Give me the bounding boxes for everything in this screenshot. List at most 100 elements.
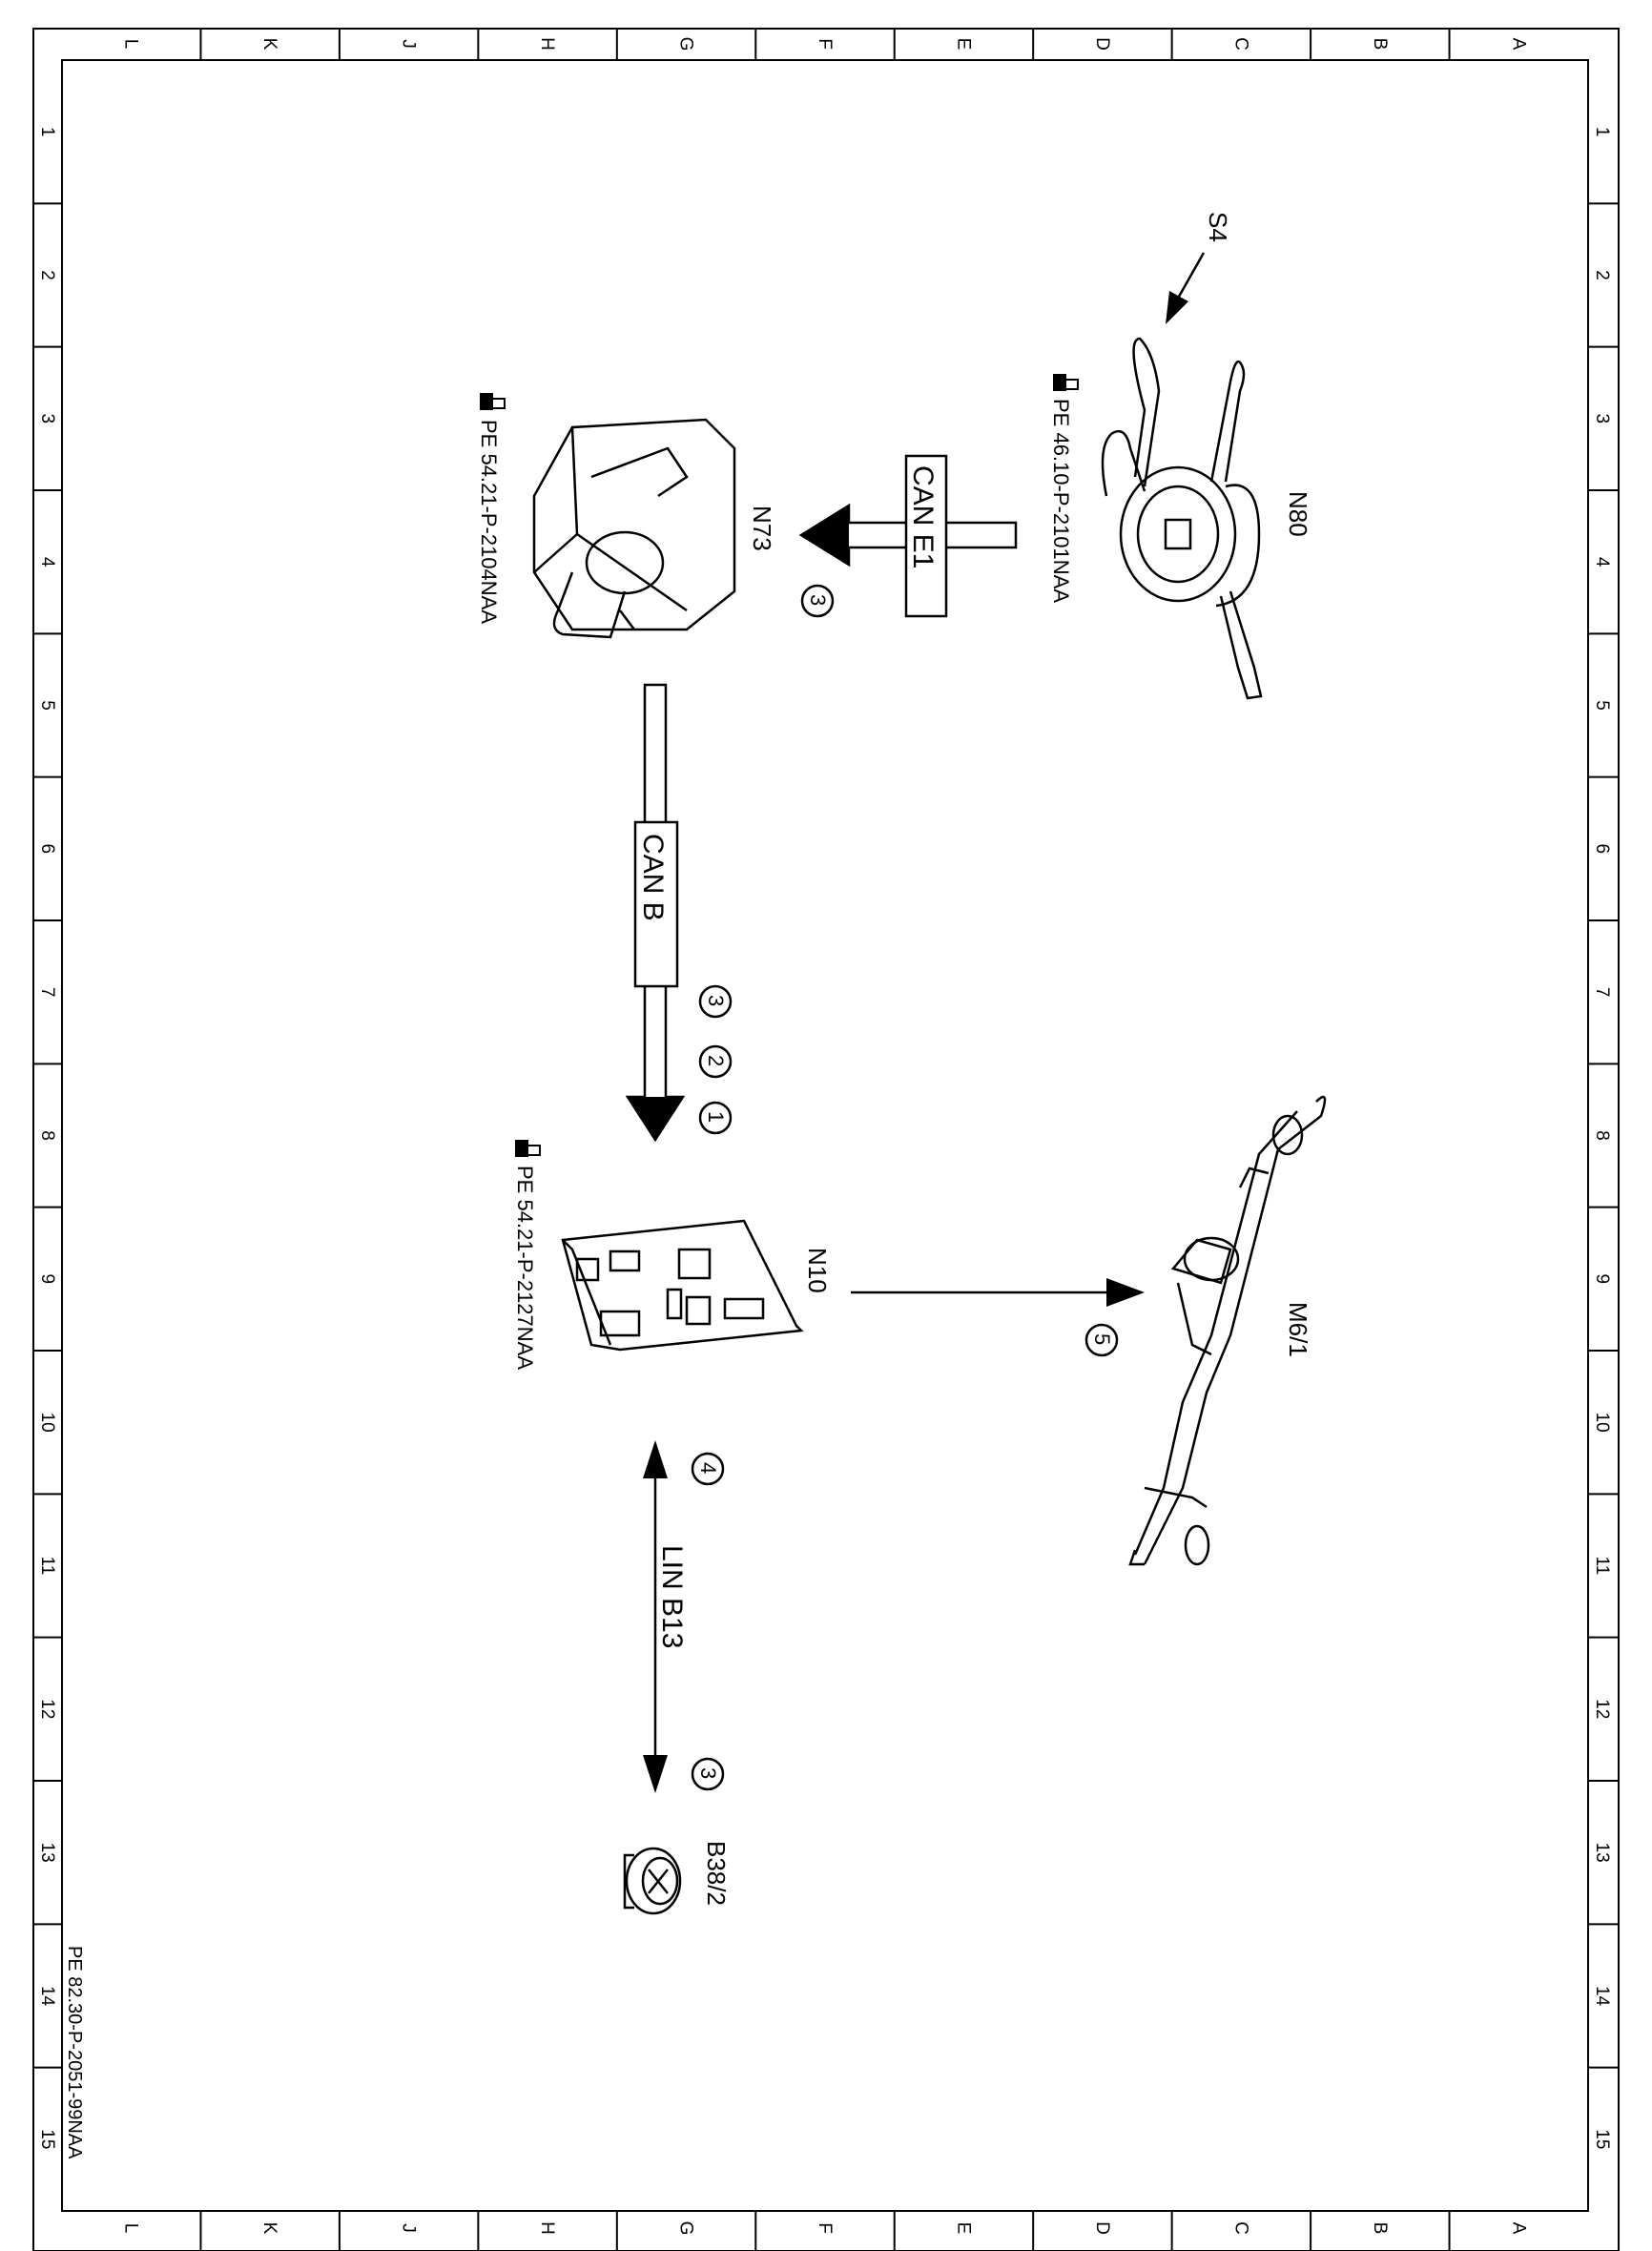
row-label-left: 2 xyxy=(37,270,57,280)
row-label-right: 10 xyxy=(1592,1413,1612,1433)
s4-code: S4 xyxy=(1204,212,1232,242)
svg-text:4: 4 xyxy=(696,1462,720,1474)
n10-reference: PE 54.21-P-2127NAA xyxy=(513,1140,541,1370)
lin-b13-connection[interactable]: LIN B13 xyxy=(643,1440,688,1793)
n80-code: N80 xyxy=(1284,491,1312,537)
row-label-right: 6 xyxy=(1592,844,1612,855)
row-label-left: 7 xyxy=(37,987,57,998)
row-label-left: 1 xyxy=(37,127,57,137)
row-label-left: 5 xyxy=(37,700,57,711)
can-e1-connection[interactable]: CAN E1 xyxy=(798,454,1018,618)
row-label-right: 3 xyxy=(1592,414,1612,424)
can-b-step-1: 1 xyxy=(698,1101,733,1135)
row-label-left: 6 xyxy=(37,844,57,855)
n73-ignition-switch[interactable] xyxy=(532,418,736,639)
svg-text:2: 2 xyxy=(704,1055,728,1066)
pointing-hand-book-icon xyxy=(480,393,506,410)
row-label-left: 10 xyxy=(37,1413,57,1433)
svg-text:PE 54.21-P-2104NAA: PE 54.21-P-2104NAA xyxy=(477,420,501,624)
n10-sam-control-unit[interactable] xyxy=(561,1219,804,1352)
svg-text:3: 3 xyxy=(704,995,728,1006)
n80-steering-column-switch[interactable] xyxy=(1101,337,1263,700)
row-label-right: 11 xyxy=(1592,1557,1612,1576)
column-label-bottom: C xyxy=(1230,2221,1250,2235)
column-label-bottom: G xyxy=(676,2221,696,2236)
can-b-connection[interactable]: CAN B xyxy=(625,683,686,1143)
column-label-bottom: E xyxy=(953,2222,973,2235)
can-b-step-3: 3 xyxy=(698,984,733,1019)
svg-text:3: 3 xyxy=(806,594,830,606)
outer-frame xyxy=(32,28,1620,2251)
can-b-step-2: 2 xyxy=(698,1044,733,1079)
n10-to-m61-connection[interactable] xyxy=(851,1278,1145,1307)
lin-b13-step-4: 4 xyxy=(691,1452,725,1486)
column-label-top: E xyxy=(953,38,973,51)
row-label-left: 12 xyxy=(37,1699,57,1719)
svg-text:3: 3 xyxy=(696,1767,720,1779)
drawing-code: PE 82.30-P-2051-99NAA xyxy=(64,1946,85,2159)
row-label-left: 14 xyxy=(37,1986,57,2007)
n10-code: N10 xyxy=(803,1248,832,1293)
row-label-left: 9 xyxy=(37,1274,57,1285)
column-label-bottom: H xyxy=(537,2221,557,2235)
column-label-top: F xyxy=(815,38,835,50)
row-label-left: 4 xyxy=(37,557,57,568)
column-label-top: L xyxy=(121,39,141,50)
column-label-top: D xyxy=(1092,37,1112,51)
n73-reference: PE 54.21-P-2104NAA xyxy=(477,393,506,624)
row-label-right: 1 xyxy=(1592,127,1612,137)
m61-code: M6/1 xyxy=(1284,1302,1312,1357)
row-label-right: 12 xyxy=(1592,1699,1612,1719)
column-label-top: H xyxy=(537,37,557,51)
row-label-right: 14 xyxy=(1592,1986,1612,2007)
svg-text:5: 5 xyxy=(1090,1333,1114,1345)
row-label-right: 7 xyxy=(1592,987,1612,998)
column-label-bottom: A xyxy=(1508,2222,1528,2235)
column-label-top: C xyxy=(1230,37,1250,51)
row-label-left: 3 xyxy=(37,414,57,424)
row-label-right: 8 xyxy=(1592,1130,1612,1141)
svg-text:PE 54.21-P-2127NAA: PE 54.21-P-2127NAA xyxy=(513,1166,537,1370)
column-label-top: B xyxy=(1370,38,1390,51)
row-label-right: 9 xyxy=(1592,1274,1612,1285)
n73-code: N73 xyxy=(748,506,776,551)
svg-text:PE 46.10-P-2101NAA: PE 46.10-P-2101NAA xyxy=(1049,399,1073,603)
column-label-bottom: L xyxy=(121,2223,141,2234)
column-label-top: A xyxy=(1508,38,1528,51)
row-label-left: 8 xyxy=(37,1130,57,1141)
row-label-right: 5 xyxy=(1592,700,1612,711)
column-label-bottom: D xyxy=(1092,2221,1112,2235)
row-label-right: 15 xyxy=(1592,2129,1612,2149)
inner-frame xyxy=(61,59,1589,2212)
lin-b13-step-3: 3 xyxy=(691,1757,725,1791)
column-label-top: G xyxy=(676,37,696,52)
lin-b13-label: LIN B13 xyxy=(656,1545,688,1648)
column-ruler: L L K K J J H H G G F F E E D D C C B B A A xyxy=(121,29,1528,2251)
column-label-bottom: B xyxy=(1370,2222,1390,2235)
m61-wiper-motor[interactable] xyxy=(1128,1095,1327,1566)
can-e1-label: CAN E1 xyxy=(907,465,939,568)
column-label-bottom: F xyxy=(815,2222,835,2234)
pointing-hand-book-icon xyxy=(1053,374,1079,391)
column-label-top: J xyxy=(399,39,419,49)
n80-reference: PE 46.10-P-2101NAA xyxy=(1049,374,1079,603)
row-label-left: 13 xyxy=(37,1843,57,1863)
can-e1-step-3: 3 xyxy=(800,584,835,618)
row-label-left: 11 xyxy=(37,1557,57,1576)
row-label-right: 4 xyxy=(1592,557,1612,568)
n10-to-m61-step-5: 5 xyxy=(1084,1323,1119,1357)
can-b-label: CAN B xyxy=(637,834,669,921)
pointing-hand-book-icon xyxy=(515,1140,541,1157)
b382-rain-light-sensor[interactable] xyxy=(623,1847,682,1915)
column-label-bottom: J xyxy=(399,2223,419,2233)
row-label-right: 2 xyxy=(1592,270,1612,280)
b382-code: B38/2 xyxy=(702,1841,731,1906)
svg-text:1: 1 xyxy=(704,1111,728,1123)
s4-pointer-arrow xyxy=(1166,252,1206,324)
row-label-left: 15 xyxy=(37,2129,57,2149)
row-label-right: 13 xyxy=(1592,1843,1612,1863)
column-label-bottom: K xyxy=(259,2222,279,2235)
column-label-top: K xyxy=(259,38,279,51)
